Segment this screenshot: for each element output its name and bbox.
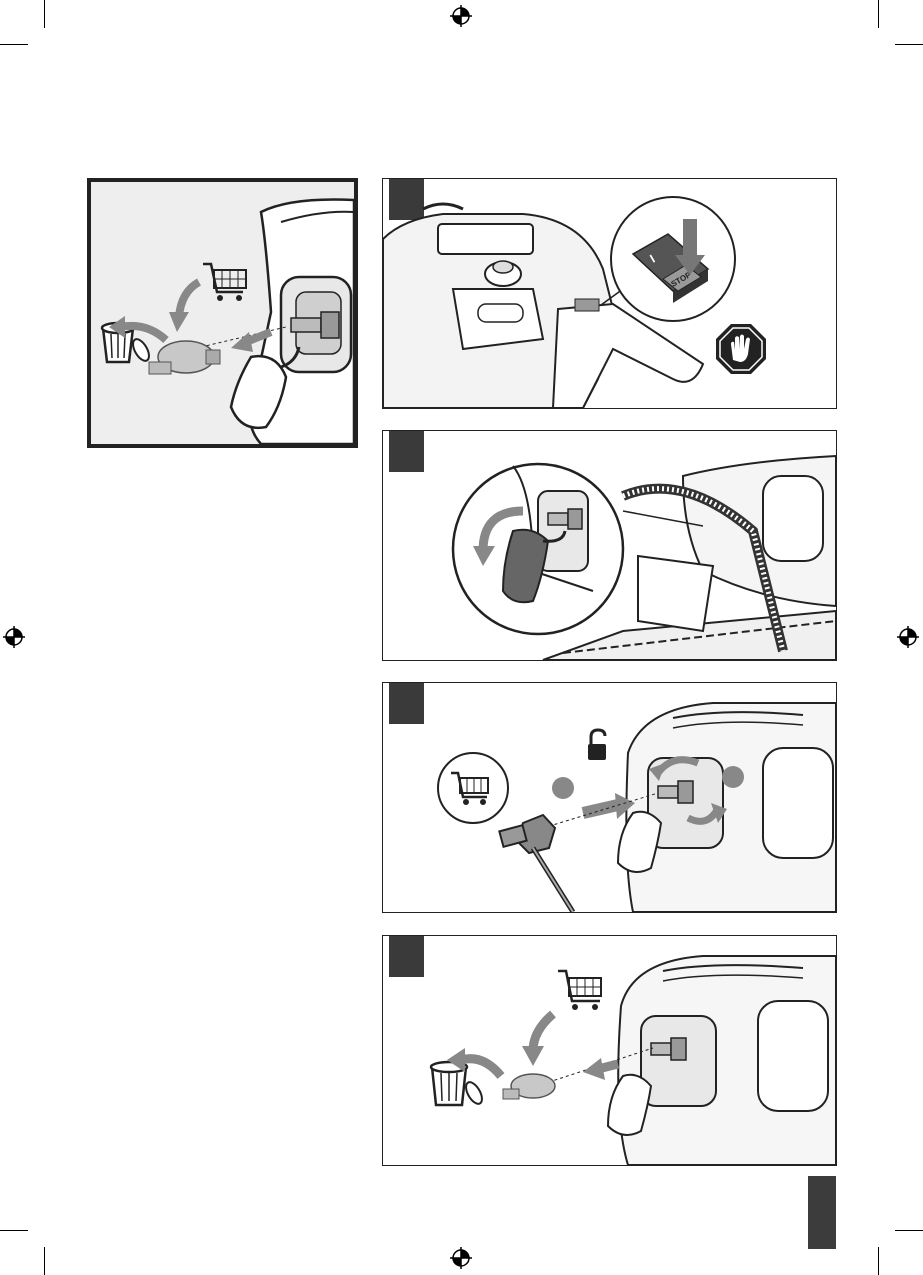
trash-bin-icon xyxy=(431,1062,485,1106)
crop-mark xyxy=(44,0,45,28)
registration-mark-bottom xyxy=(450,1247,472,1269)
stop-hand-icon xyxy=(716,324,766,374)
step-4-panel xyxy=(382,935,837,1166)
crop-mark xyxy=(878,1247,879,1275)
crop-mark xyxy=(895,44,923,45)
shopping-cart-icon xyxy=(203,264,246,301)
spark-plug-icon xyxy=(149,341,220,374)
spark-plug-icon xyxy=(503,1074,555,1099)
crop-mark xyxy=(0,1230,28,1231)
spark-plug-wrench xyxy=(499,815,573,912)
step-1-panel: I STOP xyxy=(382,178,837,409)
registration-mark-left xyxy=(3,626,25,648)
section-tab xyxy=(808,1176,836,1249)
unlock-padlock-icon xyxy=(588,730,606,760)
crop-mark xyxy=(878,0,879,28)
crop-mark xyxy=(895,1230,923,1231)
step-2-panel xyxy=(382,430,837,661)
registration-mark-top xyxy=(450,5,472,27)
crop-mark xyxy=(0,44,28,45)
shopping-cart-icon xyxy=(558,971,601,1010)
crop-mark xyxy=(44,1247,45,1275)
overview-illustration xyxy=(87,178,358,448)
registration-mark-right xyxy=(897,626,919,648)
step-3-panel xyxy=(382,682,837,913)
